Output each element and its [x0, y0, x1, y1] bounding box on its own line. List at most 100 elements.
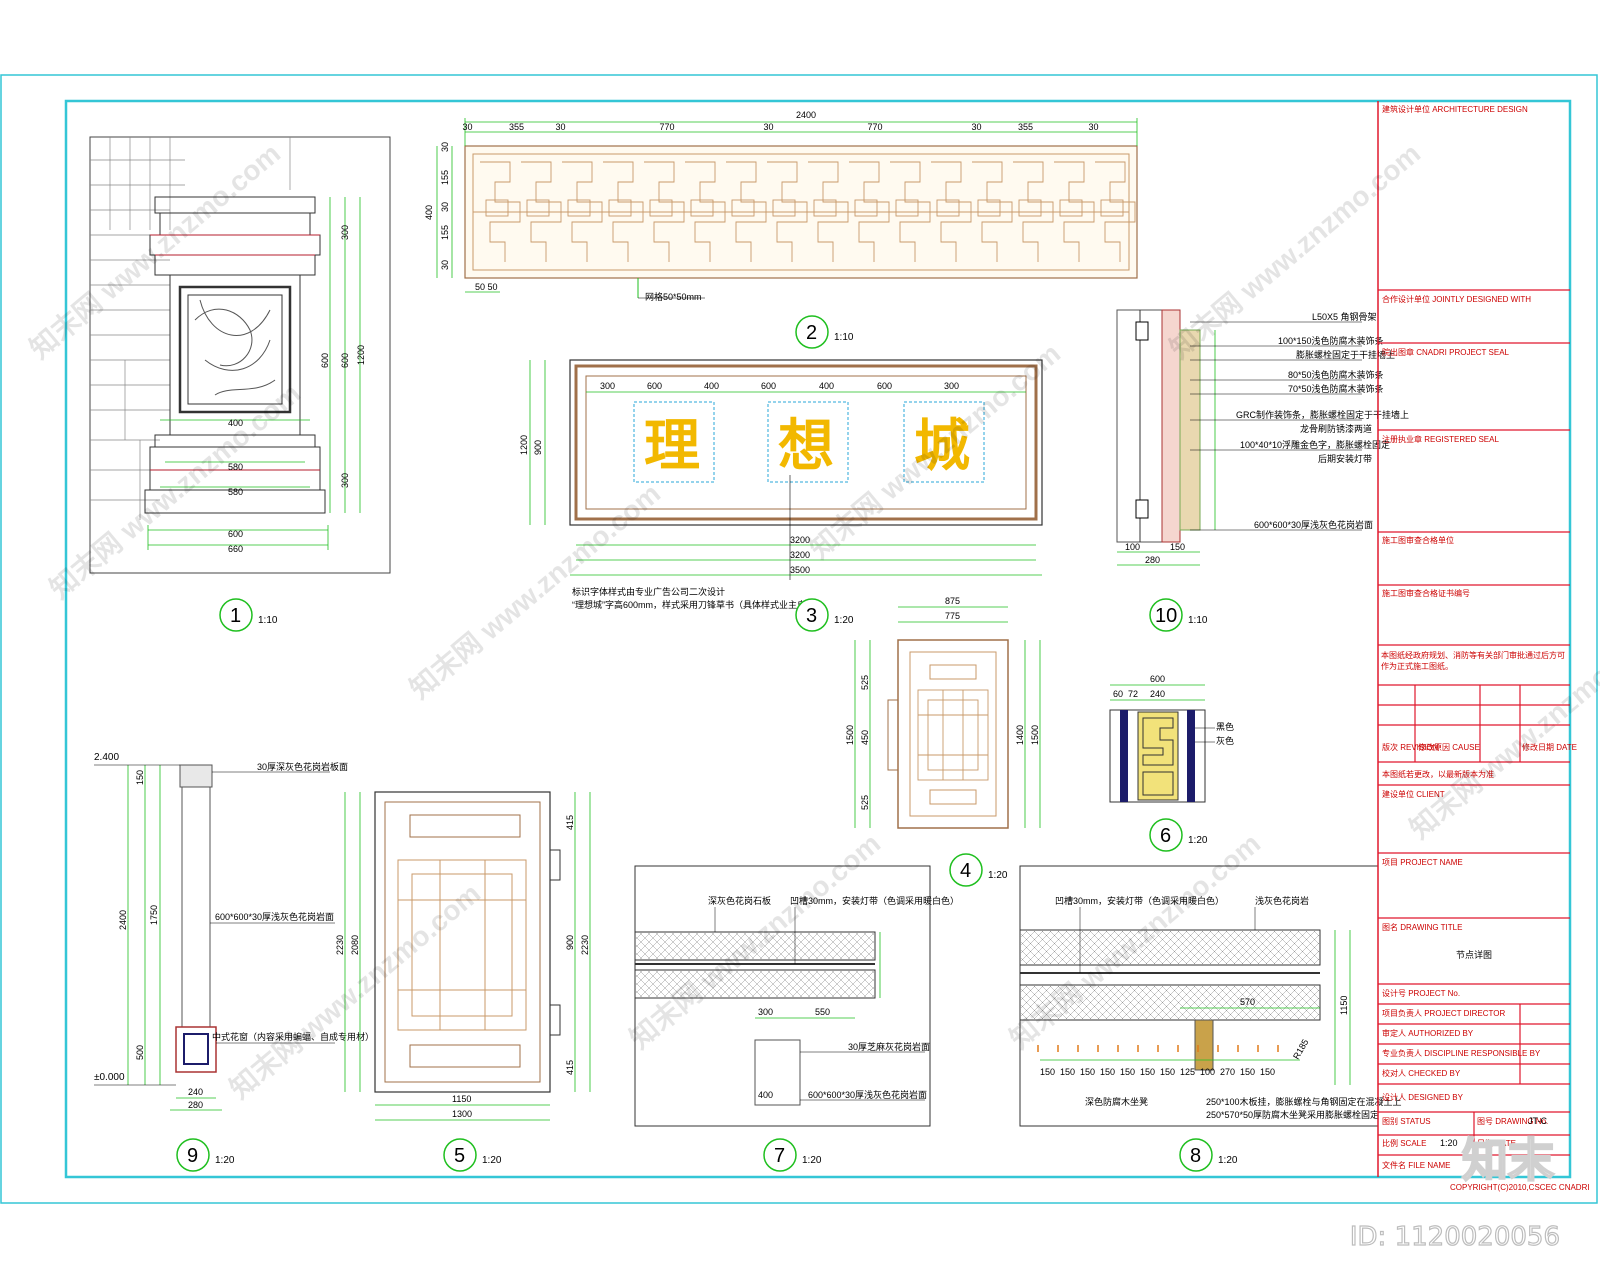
- tb-drawing-title: 图名 DRAWING TITLE: [1382, 922, 1462, 932]
- detail-number-circle: [795, 598, 829, 632]
- dim-d1-300b: 300: [340, 473, 350, 488]
- dim-d6-600: 600: [1150, 674, 1165, 684]
- dim-d6-240: 240: [1150, 689, 1165, 699]
- dim-d2-part: 30: [556, 122, 566, 132]
- dim-d3-top: 300: [600, 381, 615, 391]
- d10-note-10: 600*600*30厚浅灰色花岗岩面: [1254, 519, 1373, 530]
- detail-number: 2: [806, 322, 817, 344]
- dim-d1-580b: 580: [228, 487, 243, 497]
- outer-border: [0, 74, 1598, 1204]
- tb-revision: 版次 REVISION: [1382, 742, 1439, 752]
- dim-d4-450: 450: [860, 730, 870, 745]
- tb-architecture-design: 建筑设计单位 ARCHITECTURE DESIGN: [1382, 104, 1528, 114]
- detail-scale: 1:20: [1188, 835, 1208, 846]
- annotation-grid: 网格50*50mm: [645, 291, 702, 302]
- tb-checked-by: 校对人 CHECKED BY: [1382, 1068, 1461, 1078]
- dim-d8-bottom: 150: [1080, 1067, 1095, 1077]
- dim-d2-part: 355: [509, 122, 524, 132]
- detail-number: 5: [454, 1145, 465, 1167]
- site-logo: 知末: [1461, 1132, 1555, 1188]
- dim-d10-100: 100: [1125, 542, 1140, 552]
- d9-note-2: 600*600*30厚浅灰色花岗岩面: [215, 911, 334, 922]
- detail-1-pillar-elevation: 600 660 580 580 400 300 600 300 1200 600: [89, 136, 391, 574]
- dim-d5-415a: 415: [565, 815, 575, 830]
- tb-review-cert: 施工图审查合格证书编号: [1382, 588, 1470, 598]
- dim-d3-top: 400: [704, 381, 719, 391]
- d9-note-1: 30厚深灰色花岗岩板面: [257, 761, 348, 772]
- detail-10-section: L50X5 角钢骨架 100*150浅色防腐木装饰条 膨胀螺栓固定于干挂墙上 8…: [1116, 309, 1409, 566]
- tb-review-unit: 施工图审查合格单位: [1382, 535, 1454, 545]
- dim-d4-1400: 1400: [1015, 725, 1025, 745]
- watermark: 知末网 www.znzmo.com: [43, 377, 306, 605]
- dim-d7-400: 400: [758, 1090, 773, 1100]
- dim-d8-bottom: 150: [1260, 1067, 1275, 1077]
- dim-d8-1150: 1150: [1339, 996, 1349, 1015]
- tb-registered-seal: 注册执业章 REGISTERED SEAL: [1382, 434, 1499, 444]
- d7-note-2: 凹槽30mm，安装灯带（色调采用暖白色）: [790, 895, 959, 906]
- asset-id: ID: 1120020056: [1349, 1221, 1560, 1252]
- dim-d10-150: 150: [1170, 542, 1185, 552]
- detail-number-circle: [949, 853, 983, 887]
- dim-d5-415b: 415: [565, 1060, 575, 1075]
- dim-d4-875: 875: [945, 596, 960, 606]
- detail-scale: 1:20: [215, 1155, 235, 1166]
- dim-d6-60: 60: [1113, 689, 1123, 699]
- detail-scale: 1:20: [988, 870, 1008, 881]
- dim-d3-900: 900: [533, 440, 543, 455]
- dim-d8-bottom: 150: [1140, 1067, 1155, 1077]
- tb-project-name: 项目 PROJECT NAME: [1382, 858, 1463, 867]
- dim-d5-2230r: 2230: [580, 935, 590, 955]
- detail-number-circle: [1149, 818, 1183, 852]
- detail-number: 4: [960, 860, 971, 882]
- tb-cause: 修改原因 CAUSE: [1418, 742, 1480, 752]
- dim-d5-1150: 1150: [452, 1094, 471, 1104]
- title-block: 建筑设计单位 ARCHITECTURE DESIGN 合作设计单位 JOINTL…: [1377, 101, 1590, 1192]
- dim-d10-280: 280: [1145, 555, 1160, 565]
- d7-note-1: 深灰色花岗石板: [708, 895, 771, 906]
- dim-d2-part: 770: [660, 122, 675, 132]
- dim-d1-600r: 600: [340, 353, 350, 368]
- tb-drawing-no: 图号 DRAWING No.: [1477, 1117, 1548, 1126]
- signboard-char-3: 城: [914, 413, 970, 479]
- tb-copyright: COPYRIGHT(C)2010,CSCEC CNADRI: [1450, 1183, 1590, 1192]
- detail-number: 10: [1155, 605, 1177, 627]
- dim-d8-bottom: 150: [1120, 1067, 1135, 1077]
- watermark: 知末网 www.znzmo.com: [223, 877, 486, 1105]
- dim-d8-bottom: 150: [1100, 1067, 1115, 1077]
- dim-d1-300a: 300: [340, 225, 350, 240]
- detail-6-fret-pattern: 600 240 60 72 黑色 灰色: [1109, 674, 1234, 803]
- d10-note-3: 膨胀螺栓固定于干挂墙上: [1296, 349, 1395, 360]
- tb-project-no: 设计号 PROJECT No.: [1382, 988, 1460, 998]
- d10-note-5: 70*50浅色防腐木装饰条: [1288, 383, 1384, 394]
- tb-stamp-note: 本图纸若更改，以最新版本为准: [1382, 769, 1494, 779]
- dim-d8-bottom: 150: [1160, 1067, 1175, 1077]
- dim-d2-part: 770: [868, 122, 883, 132]
- dim-d8-570: 570: [1240, 997, 1255, 1007]
- dim-d2-part: 30: [764, 122, 774, 132]
- d10-note-2: 100*150浅色防腐木装饰条: [1278, 335, 1384, 346]
- d8-note-3: 深色防腐木坐凳: [1085, 1096, 1148, 1107]
- tb-file-name: 文件名 FILE NAME: [1382, 1160, 1450, 1170]
- detail-number-circle: [795, 315, 829, 349]
- signboard-char-1: 理: [644, 413, 700, 479]
- tb-authorized-by: 审定人 AUTHORIZED BY: [1382, 1028, 1474, 1038]
- detail-scale: 1:20: [482, 1155, 502, 1166]
- dim-d1-580a: 580: [228, 462, 243, 472]
- dim-d5-2230: 2230: [335, 935, 345, 955]
- dim-d4-1500: 1500: [845, 725, 855, 745]
- dim-d5-1300: 1300: [452, 1109, 472, 1119]
- d8-note-2: 浅灰色花岗岩: [1255, 895, 1309, 906]
- detail-scale: 1:20: [1218, 1155, 1238, 1166]
- detail-number-circle: [1179, 1138, 1213, 1172]
- dim-d4-525a: 525: [860, 675, 870, 690]
- watermark: 知末网 www.znzmo.com: [23, 137, 286, 365]
- dim-d7-550: 550: [815, 1007, 830, 1017]
- tb-project-director: 项目负责人 PROJECT DIRECTOR: [1382, 1008, 1505, 1018]
- dim-d6-72: 72: [1128, 689, 1138, 699]
- dim-d1-400: 400: [228, 418, 243, 428]
- d10-note-4: 80*50浅色防腐木装饰条: [1288, 369, 1384, 380]
- d6-note-grey: 灰色: [1216, 735, 1234, 746]
- detail-number: 1: [230, 605, 241, 627]
- signboard-note-2: “理想城”字高600mm，样式采用刀锋草书（具体样式业主自定）: [572, 599, 824, 610]
- dim-d3-3200b: 3200: [790, 550, 810, 560]
